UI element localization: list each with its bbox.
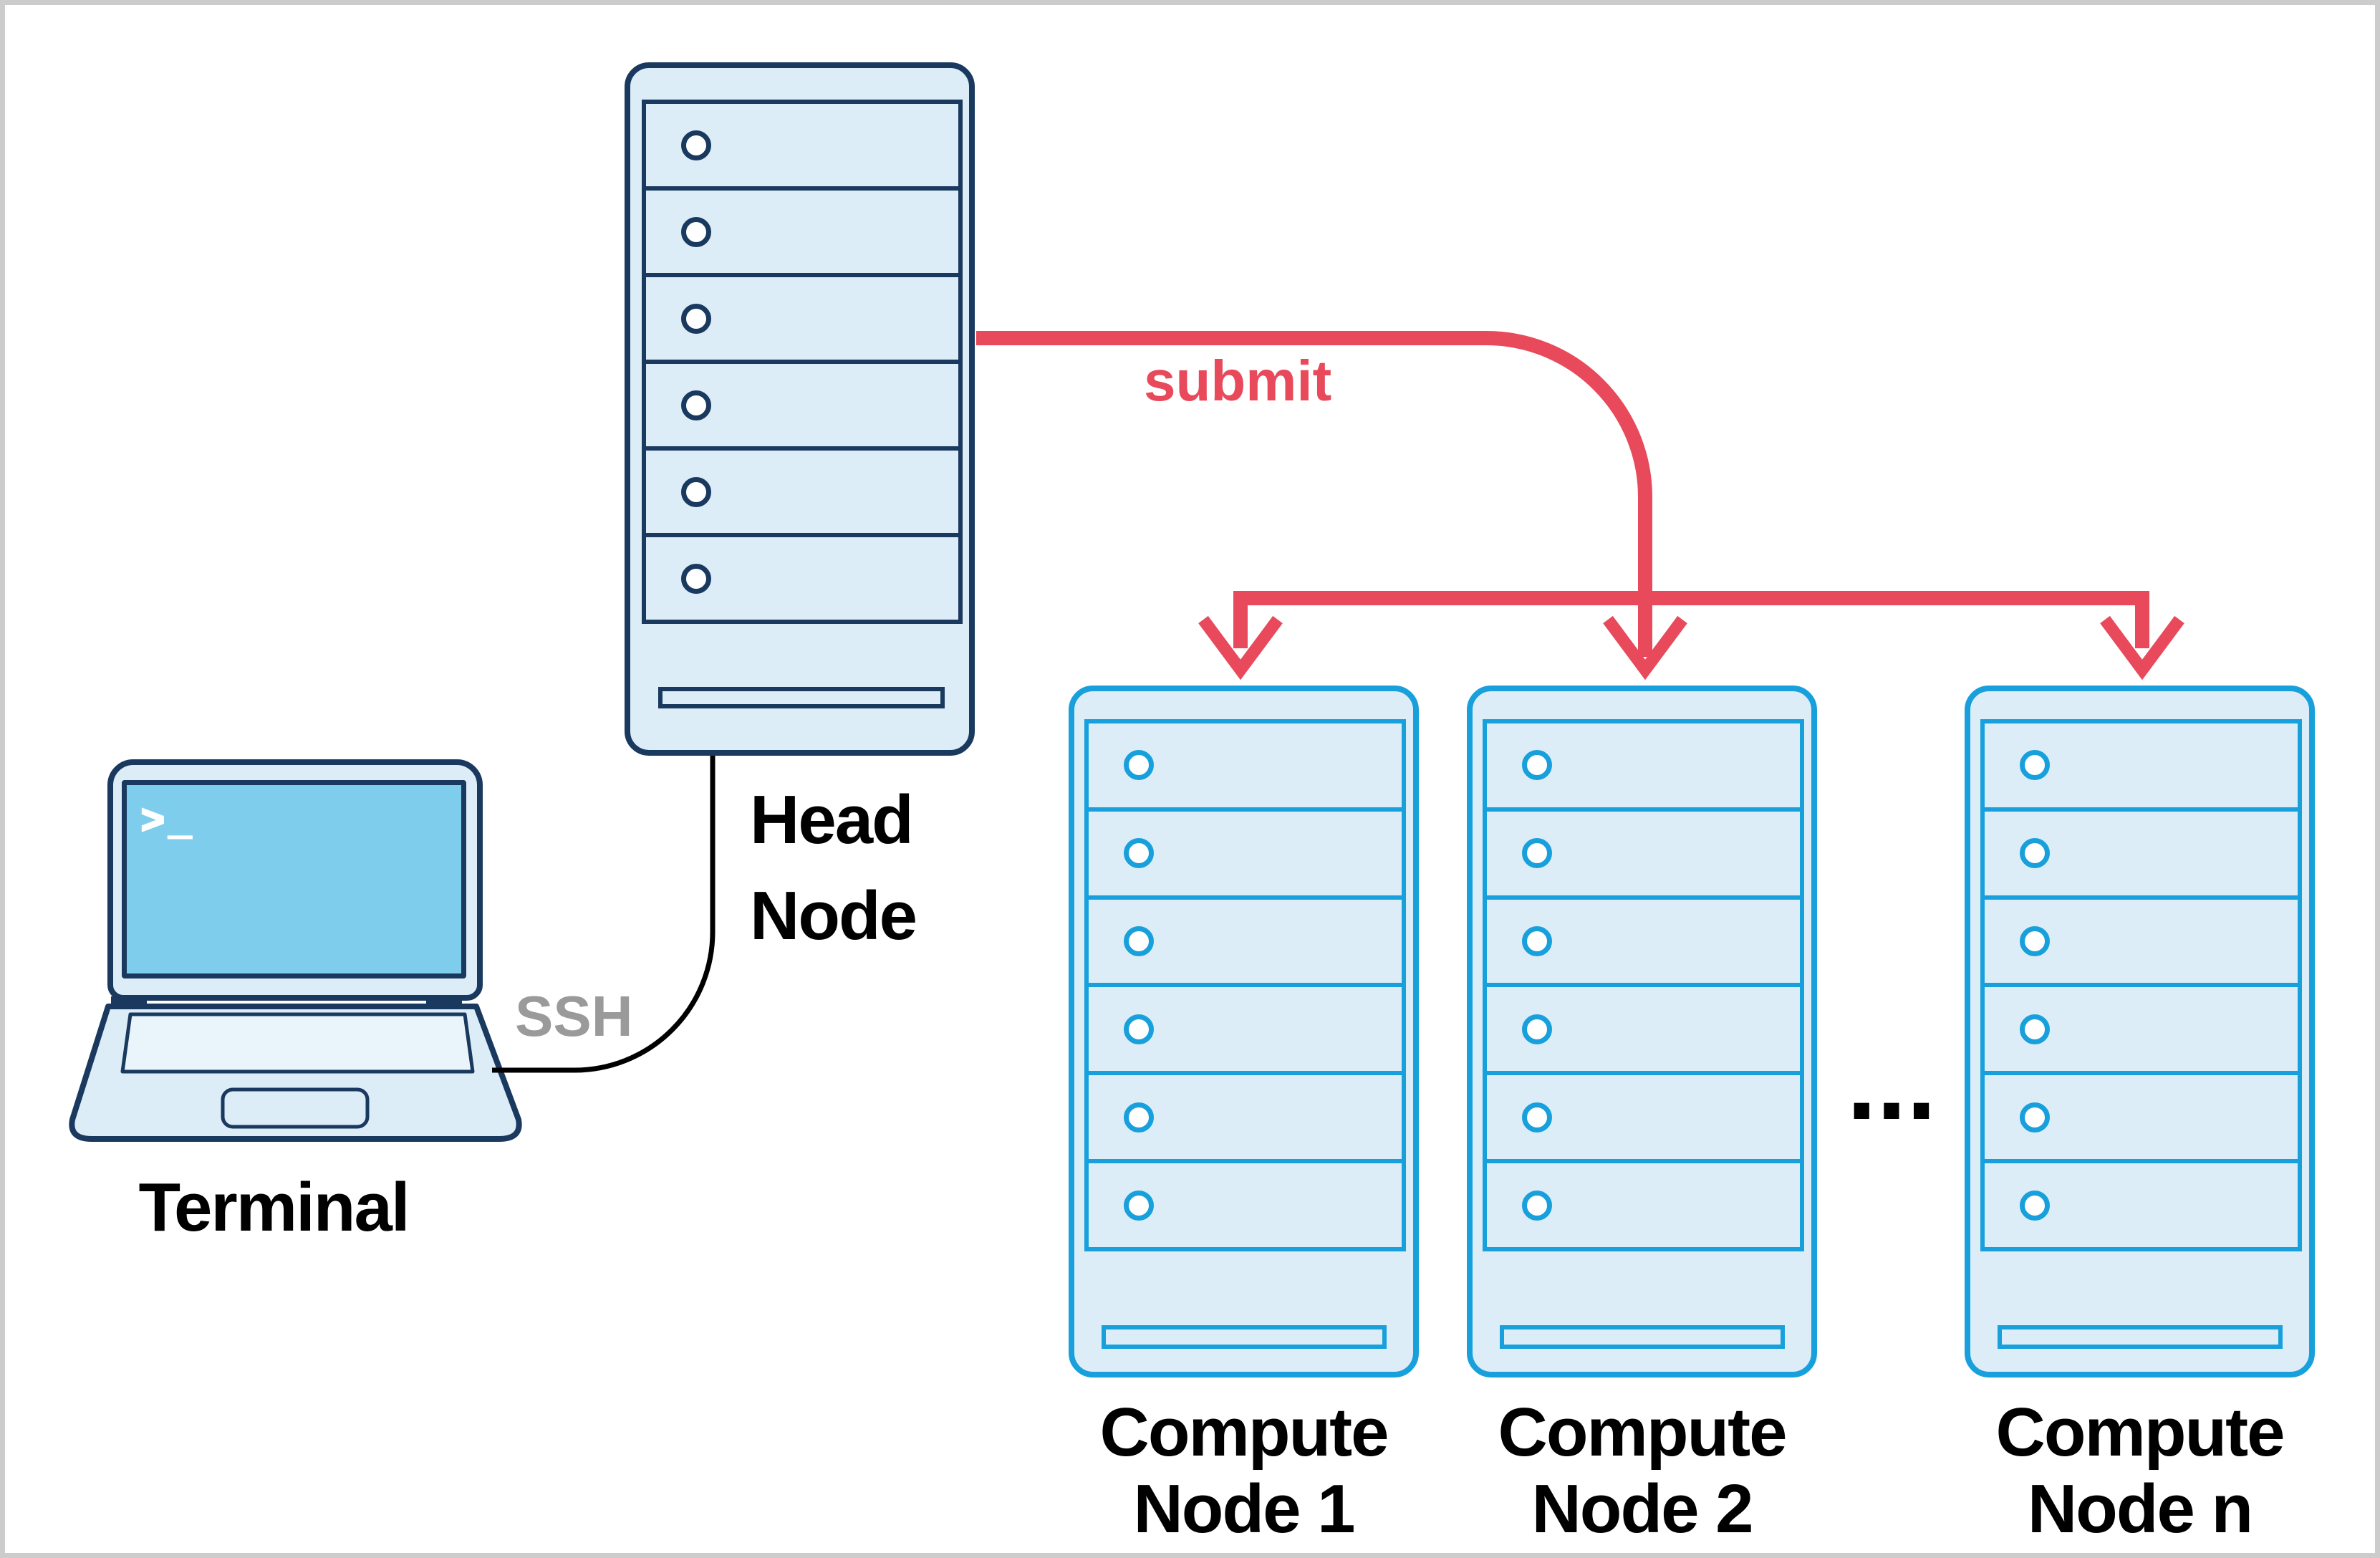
drive-circle-icon	[1522, 1014, 1552, 1044]
compute-node-1-label-line2: Node 1	[1133, 1471, 1355, 1547]
server-slot	[1487, 723, 1800, 812]
terminal-screen: >_	[122, 780, 466, 978]
server-slot	[1089, 987, 1402, 1076]
compute-node-1-label: Compute Node 1	[1069, 1394, 1419, 1547]
server-slot	[1487, 1163, 1800, 1247]
drive-circle-icon	[1124, 838, 1154, 869]
compute-node-1-label-line1: Compute	[1099, 1394, 1389, 1471]
ssh-label: SSH	[515, 984, 633, 1048]
drive-circle-icon	[2020, 1102, 2050, 1133]
drive-circle-icon	[1522, 750, 1552, 781]
server-slot	[1985, 987, 2298, 1076]
drive-circle-icon	[2020, 1190, 2050, 1221]
server-slot	[1089, 723, 1402, 812]
drive-circle-icon	[2020, 926, 2050, 957]
compute-node-2-label: Compute Node 2	[1467, 1394, 1817, 1547]
head-node-label: Head Node	[750, 772, 917, 964]
compute-node-server-1	[1069, 686, 1419, 1377]
drive-circle-icon	[1522, 1102, 1552, 1133]
compute-node-server-2	[1467, 686, 1817, 1377]
drive-circle-icon	[681, 563, 711, 594]
drive-circle-icon	[681, 390, 711, 420]
server-slot	[1985, 723, 2298, 812]
server-slot	[646, 364, 958, 451]
arrowhead-down-icon	[1603, 615, 1687, 681]
server-slot	[646, 277, 958, 364]
head-node-label-line2: Node	[750, 877, 917, 954]
terminal-label: Terminal	[138, 1169, 410, 1246]
terminal-prompt: >_	[140, 797, 196, 842]
server-vent-bar	[1998, 1325, 2283, 1349]
server-slot	[1089, 1075, 1402, 1164]
server-slot	[1985, 1163, 2298, 1247]
drive-circle-icon	[681, 476, 711, 507]
drive-circle-icon	[681, 216, 711, 247]
arrowhead-down-icon	[2100, 615, 2184, 681]
server-slot	[1487, 812, 1800, 900]
head-node-rack	[642, 100, 963, 624]
server-slot	[1487, 1075, 1800, 1164]
laptop-hinge-left	[111, 996, 147, 1006]
drive-circle-icon	[1522, 926, 1552, 957]
submit-label: submit	[1144, 349, 1332, 413]
compute-node-2-label-line2: Node 2	[1531, 1471, 1753, 1547]
server-slot	[1985, 1075, 2298, 1164]
laptop-keyboard	[120, 1012, 475, 1074]
more-nodes-ellipsis: ...	[1846, 1021, 1937, 1142]
server-slot	[1089, 812, 1402, 900]
server-slot	[1985, 900, 2298, 988]
laptop-trackpad	[221, 1087, 370, 1129]
drive-circle-icon	[681, 130, 711, 160]
compute-node-n-label: Compute Node n	[1965, 1394, 2315, 1547]
laptop-base	[69, 1004, 522, 1142]
server-vent-bar	[1500, 1325, 1785, 1349]
drive-circle-icon	[2020, 750, 2050, 781]
drive-circle-icon	[1124, 1102, 1154, 1133]
server-slot	[1089, 1163, 1402, 1247]
server-slot	[646, 191, 958, 277]
compute-node-n-label-line2: Node n	[2027, 1471, 2253, 1547]
drive-circle-icon	[1124, 1190, 1154, 1221]
drive-circle-icon	[1124, 926, 1154, 957]
compute-node-rack	[1483, 719, 1804, 1251]
server-slot	[1985, 812, 2298, 900]
compute-node-2-label-line1: Compute	[1498, 1394, 1788, 1471]
laptop-lid: >_	[107, 759, 483, 1001]
server-slot	[1487, 987, 1800, 1076]
drive-circle-icon	[2020, 838, 2050, 869]
drive-circle-icon	[1124, 1014, 1154, 1044]
compute-node-server-n	[1965, 686, 2315, 1377]
compute-node-n-label-line1: Compute	[1995, 1394, 2285, 1471]
drive-circle-icon	[2020, 1014, 2050, 1044]
head-node-label-line1: Head	[750, 782, 914, 858]
drive-circle-icon	[1124, 750, 1154, 781]
laptop-hinge-right	[426, 996, 462, 1006]
server-slot	[646, 104, 958, 191]
server-slot	[646, 451, 958, 537]
compute-node-rack	[1084, 719, 1406, 1251]
arrowhead-down-icon	[1198, 615, 1283, 681]
server-slot	[1089, 900, 1402, 988]
drive-circle-icon	[681, 303, 711, 334]
server-vent-bar	[658, 687, 945, 708]
drive-circle-icon	[1522, 1190, 1552, 1221]
server-slot	[646, 537, 958, 620]
drive-circle-icon	[1522, 838, 1552, 869]
compute-node-rack	[1980, 719, 2302, 1251]
server-slot	[1487, 900, 1800, 988]
server-vent-bar	[1102, 1325, 1387, 1349]
head-node-server	[625, 62, 975, 756]
